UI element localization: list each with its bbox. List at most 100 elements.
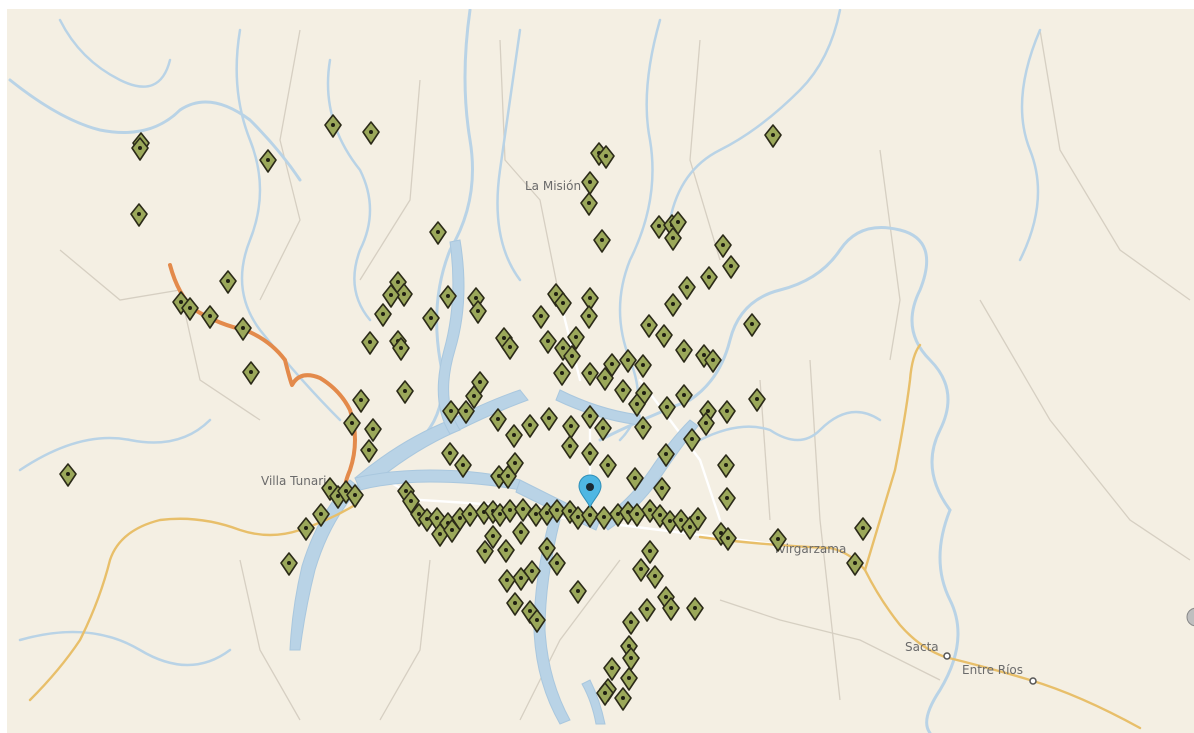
map-pin-icon[interactable] <box>312 503 330 527</box>
map-pin-icon[interactable] <box>505 424 523 448</box>
map-pin-icon[interactable] <box>441 442 459 466</box>
map-pin-icon[interactable] <box>501 499 519 523</box>
map-pin-icon[interactable] <box>657 443 675 467</box>
map-pin-icon[interactable] <box>596 682 614 706</box>
map-pin-icon[interactable] <box>324 114 342 138</box>
map-pin-icon[interactable] <box>469 300 487 324</box>
map-pin-icon[interactable] <box>554 292 572 316</box>
map-pin-icon[interactable] <box>443 519 461 543</box>
map-pin-icon[interactable] <box>422 307 440 331</box>
map-pin-icon[interactable] <box>528 609 546 633</box>
map-pin-icon[interactable] <box>343 412 361 436</box>
map-pin-icon[interactable] <box>620 635 638 659</box>
map-pin-icon[interactable] <box>360 439 378 463</box>
map-viewport[interactable]: La Misión Villa Tunari Ivirgarzama Sacta… <box>7 9 1194 733</box>
map-pin-icon[interactable] <box>512 521 530 545</box>
map-pin-icon[interactable] <box>497 539 515 563</box>
map-pin-icon[interactable] <box>259 149 277 173</box>
map-pin-icon[interactable] <box>704 349 722 373</box>
map-pin-icon[interactable] <box>718 487 736 511</box>
map-pin-icon[interactable] <box>461 503 479 527</box>
map-pin-icon[interactable] <box>219 270 237 294</box>
map-pin-icon[interactable] <box>655 324 673 348</box>
map-pin-icon[interactable] <box>658 396 676 420</box>
map-pin-icon[interactable] <box>597 145 615 169</box>
map-pin-icon[interactable] <box>499 465 517 489</box>
map-pin-icon[interactable] <box>580 305 598 329</box>
map-pin-icon[interactable] <box>396 380 414 404</box>
map-pin-icon[interactable] <box>714 234 732 258</box>
map-pin-icon[interactable] <box>620 667 638 691</box>
map-pin-icon[interactable] <box>242 361 260 385</box>
map-pin-icon[interactable] <box>361 331 379 355</box>
edge-control[interactable] <box>1186 607 1194 627</box>
map-pin-icon[interactable] <box>234 317 252 341</box>
map-pin-icon[interactable] <box>634 354 652 378</box>
map-pin-icon[interactable] <box>364 418 382 442</box>
map-pin-icon[interactable] <box>718 400 736 424</box>
map-pin-icon[interactable] <box>646 565 664 589</box>
map-pin-icon[interactable] <box>382 284 400 308</box>
map-pin-icon[interactable] <box>603 657 621 681</box>
map-pin-icon[interactable] <box>675 339 693 363</box>
map-pin-icon[interactable] <box>395 283 413 307</box>
map-pin-icon[interactable] <box>686 597 704 621</box>
map-pin-icon[interactable] <box>540 407 558 431</box>
map-canvas[interactable]: La Misión Villa Tunari Ivirgarzama Sacta… <box>7 9 1194 733</box>
map-pin-icon[interactable] <box>457 400 475 424</box>
map-pin-icon[interactable] <box>59 463 77 487</box>
map-pin-icon[interactable] <box>501 336 519 360</box>
edge-control-icon[interactable] <box>1186 607 1194 627</box>
map-pin-icon[interactable] <box>548 552 566 576</box>
map-pin-icon[interactable] <box>429 221 447 245</box>
map-pin-icon[interactable] <box>532 305 550 329</box>
map-pin-icon[interactable] <box>201 305 219 329</box>
map-pin-icon[interactable] <box>748 388 766 412</box>
map-pin-icon[interactable] <box>664 227 682 251</box>
map-pin-icon[interactable] <box>374 303 392 327</box>
map-pin-icon[interactable] <box>594 417 612 441</box>
map-pin-icon[interactable] <box>626 467 644 491</box>
map-pin-icon[interactable] <box>700 266 718 290</box>
map-pin-icon[interactable] <box>689 507 707 531</box>
map-pin-icon[interactable] <box>722 255 740 279</box>
map-pin-icon[interactable] <box>593 229 611 253</box>
map-pin-icon[interactable] <box>527 503 545 527</box>
map-pin-icon[interactable] <box>280 552 298 576</box>
map-pin-icon[interactable] <box>683 428 701 452</box>
map-pin-icon[interactable] <box>506 592 524 616</box>
map-pin-icon[interactable] <box>392 337 410 361</box>
map-pin-icon[interactable] <box>346 484 364 508</box>
map-pin-icon[interactable] <box>650 215 668 239</box>
map-pin-icon[interactable] <box>131 137 149 161</box>
map-pin-icon[interactable] <box>664 293 682 317</box>
map-pin-icon[interactable] <box>603 353 621 377</box>
map-pin-icon[interactable] <box>512 567 530 591</box>
map-pin-icon[interactable] <box>628 503 646 527</box>
map-pin-icon[interactable] <box>675 384 693 408</box>
map-pin-icon[interactable] <box>181 297 199 321</box>
map-pin-icon[interactable] <box>596 367 614 391</box>
map-pin-icon[interactable] <box>563 345 581 369</box>
map-pin-icon[interactable] <box>846 552 864 576</box>
map-pin-icon[interactable] <box>562 415 580 439</box>
map-pin-icon[interactable] <box>569 506 587 530</box>
map-pin-icon[interactable] <box>622 647 640 671</box>
map-pin-icon[interactable] <box>641 540 659 564</box>
map-pin-icon[interactable] <box>743 313 761 337</box>
map-pin-icon[interactable] <box>484 525 502 549</box>
map-pin-icon[interactable] <box>638 598 656 622</box>
map-pin-icon[interactable] <box>581 171 599 195</box>
map-pin-icon[interactable] <box>569 580 587 604</box>
map-pin-icon[interactable] <box>632 558 650 582</box>
map-pin-icon[interactable] <box>362 121 380 145</box>
map-pin-icon[interactable] <box>581 287 599 311</box>
map-pin-icon[interactable] <box>622 611 640 635</box>
map-pin-icon[interactable] <box>476 540 494 564</box>
map-pin-icon[interactable] <box>628 393 646 417</box>
map-pin-icon[interactable] <box>614 687 632 711</box>
map-pin-icon[interactable] <box>661 510 679 534</box>
map-pin-icon[interactable] <box>581 405 599 429</box>
map-pin-icon[interactable] <box>439 285 457 309</box>
map-pin-icon[interactable] <box>567 326 585 350</box>
